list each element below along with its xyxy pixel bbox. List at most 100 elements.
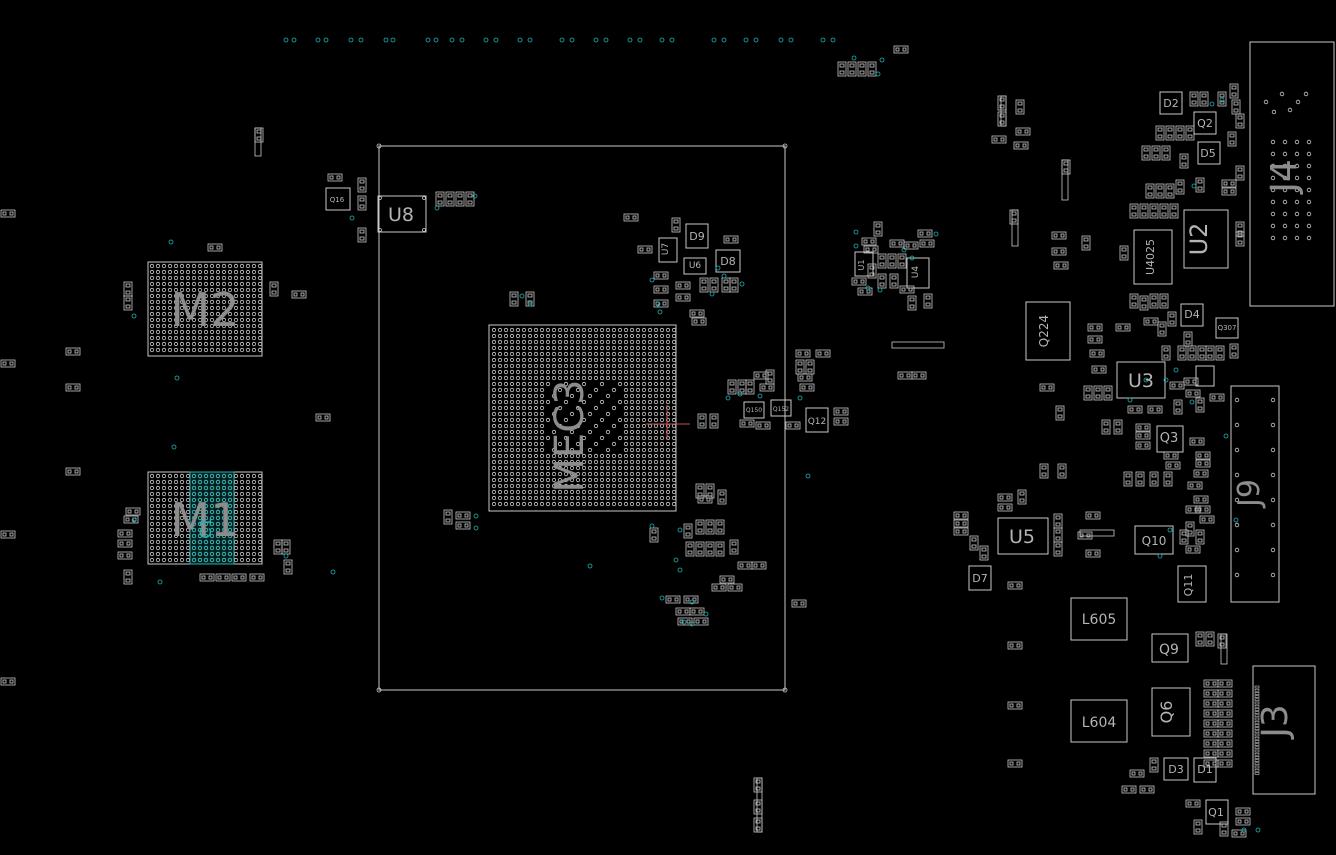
smd-pad <box>717 543 723 548</box>
component-label-d8[interactable]: D8 <box>720 255 735 268</box>
component-label-u7[interactable]: U7 <box>661 243 671 255</box>
component-label-q16[interactable]: Q16 <box>330 196 345 204</box>
smd-pad <box>445 518 451 523</box>
q11-outline[interactable] <box>1177 565 1207 603</box>
q150-outline[interactable] <box>743 401 765 419</box>
q152-outline[interactable] <box>770 399 792 417</box>
component-label-u4[interactable]: U4 <box>911 266 921 279</box>
component-label-q12[interactable]: Q12 <box>808 417 827 427</box>
mec3-ball <box>521 495 527 501</box>
mec3-ball <box>497 381 503 387</box>
component-label-d5[interactable]: D5 <box>1200 147 1215 160</box>
component-label-q152[interactable]: Q152 <box>773 406 789 413</box>
d5-outline[interactable] <box>1197 141 1221 165</box>
component-label-u6[interactable]: U6 <box>689 261 702 271</box>
q224-outline[interactable] <box>1025 301 1071 361</box>
smd-pad <box>797 351 802 356</box>
component-label-u3[interactable]: U3 <box>1128 370 1154 392</box>
smd-pad <box>746 563 751 568</box>
u8-outline[interactable] <box>377 195 427 233</box>
smd-pad <box>1212 741 1217 746</box>
u4-outline[interactable] <box>906 257 930 289</box>
mec3-ball <box>623 405 629 411</box>
u5-outline[interactable] <box>997 517 1049 555</box>
component-label-m1[interactable]: M1 <box>171 493 240 547</box>
component-label-d9[interactable]: D9 <box>689 230 704 243</box>
mec3-ball <box>503 477 509 483</box>
q9-outline[interactable] <box>1151 633 1189 663</box>
d3-outline[interactable] <box>1163 757 1189 781</box>
component-label-d3[interactable]: D3 <box>1168 763 1183 776</box>
j4-outline[interactable] <box>1249 41 1335 307</box>
j3-outline[interactable] <box>1252 665 1316 795</box>
component-label-l605[interactable]: L605 <box>1082 612 1117 628</box>
c1-ball <box>197 539 203 545</box>
mec3-ball <box>569 333 575 339</box>
q16-outline[interactable] <box>325 187 351 211</box>
component-label-d7[interactable]: D7 <box>972 572 987 585</box>
mec3-ball <box>605 351 611 357</box>
mec3-ball <box>551 495 557 501</box>
component-label-j3[interactable]: J3 <box>1255 704 1296 740</box>
component-label-q307[interactable]: Q307 <box>1218 324 1237 332</box>
component-label-q3[interactable]: Q3 <box>1160 431 1179 446</box>
d9-outline[interactable] <box>685 223 709 249</box>
component-label-u8[interactable]: U8 <box>388 204 414 226</box>
d8-outline[interactable] <box>715 249 741 273</box>
d7-outline[interactable] <box>968 565 992 591</box>
component-label-q10[interactable]: Q10 <box>1142 534 1167 548</box>
component-label-u4025[interactable]: U4025 <box>1144 239 1157 275</box>
component-label-l604[interactable]: L604 <box>1082 715 1117 731</box>
u4025-outline[interactable] <box>1133 229 1173 285</box>
q12-outline[interactable] <box>805 407 829 433</box>
mec3-ball <box>563 471 569 477</box>
component-label-d4[interactable]: D4 <box>1184 308 1199 321</box>
l604-outline[interactable] <box>1070 699 1128 743</box>
component-label-q150[interactable]: Q150 <box>746 407 762 414</box>
j9-outline[interactable] <box>1230 385 1280 603</box>
u3-outline[interactable] <box>1116 361 1166 399</box>
m1-ball <box>173 491 179 497</box>
q10-outline[interactable] <box>1134 525 1174 555</box>
mec3-keepout-outline[interactable] <box>378 145 786 691</box>
component-label-m2[interactable]: M2 <box>171 283 240 337</box>
d2-outline[interactable] <box>1159 91 1183 115</box>
q6-outline[interactable] <box>1151 687 1191 737</box>
component-label-mec3[interactable]: MEC3 <box>547 379 593 492</box>
m2-outline[interactable] <box>147 261 263 357</box>
component-label-j9[interactable]: J9 <box>1232 479 1267 509</box>
u7-outline[interactable] <box>658 237 678 263</box>
u2-outline[interactable] <box>1183 209 1229 269</box>
component-label-q6[interactable]: Q6 <box>1157 701 1176 724</box>
q1-outline[interactable] <box>1205 799 1229 825</box>
component-label-q11[interactable]: Q11 <box>1182 574 1195 597</box>
q2-outline[interactable] <box>1193 111 1217 135</box>
l605-outline[interactable] <box>1070 597 1128 641</box>
mec3-ball <box>539 339 545 345</box>
component-label-q1[interactable]: Q1 <box>1208 806 1224 819</box>
mec3-ball <box>605 477 611 483</box>
u6-outline[interactable] <box>683 257 707 275</box>
component-label-q2[interactable]: Q2 <box>1197 117 1213 130</box>
component-label-u1[interactable]: U1 <box>857 260 866 271</box>
mec3-ball <box>647 495 653 501</box>
small-ic-outline[interactable] <box>1195 365 1215 387</box>
component-label-q9[interactable]: Q9 <box>1159 642 1179 658</box>
component-label-j4[interactable]: J4 <box>1264 159 1305 195</box>
via <box>168 239 174 245</box>
mec3-outline[interactable] <box>488 324 677 512</box>
d1-outline[interactable] <box>1193 757 1217 783</box>
component-label-d1[interactable]: D1 <box>1197 763 1212 776</box>
component-label-u2[interactable]: U2 <box>1185 223 1213 256</box>
smd-pad <box>1197 453 1202 458</box>
mec3-ball <box>545 369 551 375</box>
mec3-ball <box>671 423 677 429</box>
mec3-ball <box>581 495 587 501</box>
q307-outline[interactable] <box>1215 317 1239 339</box>
component-label-u5[interactable]: U5 <box>1009 526 1035 548</box>
component-label-q224[interactable]: Q224 <box>1037 315 1051 347</box>
component-label-d2[interactable]: D2 <box>1163 97 1178 110</box>
d4-outline[interactable] <box>1180 303 1204 327</box>
mec3-ball <box>605 465 611 471</box>
